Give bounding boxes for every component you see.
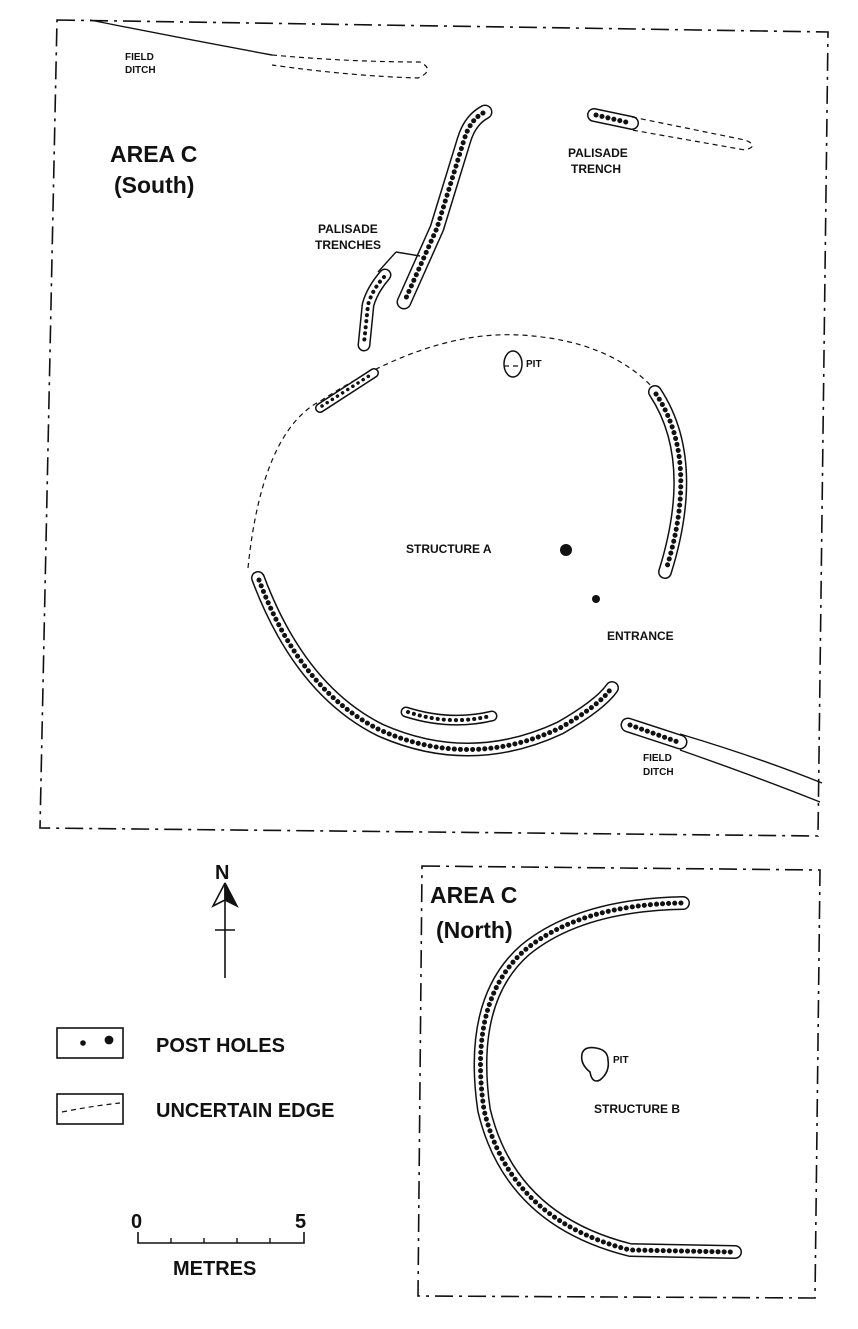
structure-a-label: STRUCTURE A [406,542,492,556]
legend-post-holes-swatch [56,1027,124,1059]
palisade-trench-label-2: TRENCH [571,162,621,176]
palisade-trenches-label-2: TRENCHES [315,238,381,252]
palisade-trenches-label-1: PALISADE [318,222,378,236]
area-south-title-1: AREA C [110,141,197,167]
palisade-trench-label-1: PALISADE [568,146,628,160]
structure-b-ring [473,896,742,1259]
scale-unit-label: METRES [173,1258,256,1280]
field-ditch-top-label-1: FIELD [125,52,154,63]
north-arrow [211,882,239,978]
scale-bar [137,1232,305,1244]
field-ditch-bottom-label-1: FIELD [643,753,672,764]
north-arrow-label: N [215,862,229,884]
area-south-title-2: (South) [114,172,194,198]
legend-post-holes-label: POST HOLES [156,1035,285,1057]
scale-max-label: 5 [295,1211,306,1233]
post-hole-large [560,544,572,556]
area-north-title-2: (North) [436,917,513,943]
legend [56,1027,124,1125]
field-ditch-top [89,19,429,79]
legend-uncertain-edge-swatch [56,1093,124,1125]
pit-north [580,1046,610,1082]
palisade-trench-long [396,104,493,310]
post-hole-small [592,595,600,603]
pit-south-label: PIT [526,359,542,370]
pit-south [503,350,523,378]
area-north-title-1: AREA C [430,882,517,908]
field-ditch-bottom-label-2: DITCH [643,767,674,778]
entrance-label: ENTRANCE [607,629,674,643]
palisade-trench-top-right [587,108,754,151]
legend-uncertain-edge-label: UNCERTAIN EDGE [156,1100,335,1122]
field-ditch-top-label-2: DITCH [125,65,156,76]
structure-a-ring [247,334,688,757]
area-south-boundary [39,19,829,837]
scale-min-label: 0 [131,1211,142,1233]
palisade-trench-short [357,268,392,352]
area-north-boundary [417,865,821,1299]
palisade-trenches-leader [377,251,421,273]
field-ditch-bottom [620,717,823,803]
structure-b-label: STRUCTURE B [594,1102,680,1116]
pit-north-label: PIT [613,1055,629,1066]
